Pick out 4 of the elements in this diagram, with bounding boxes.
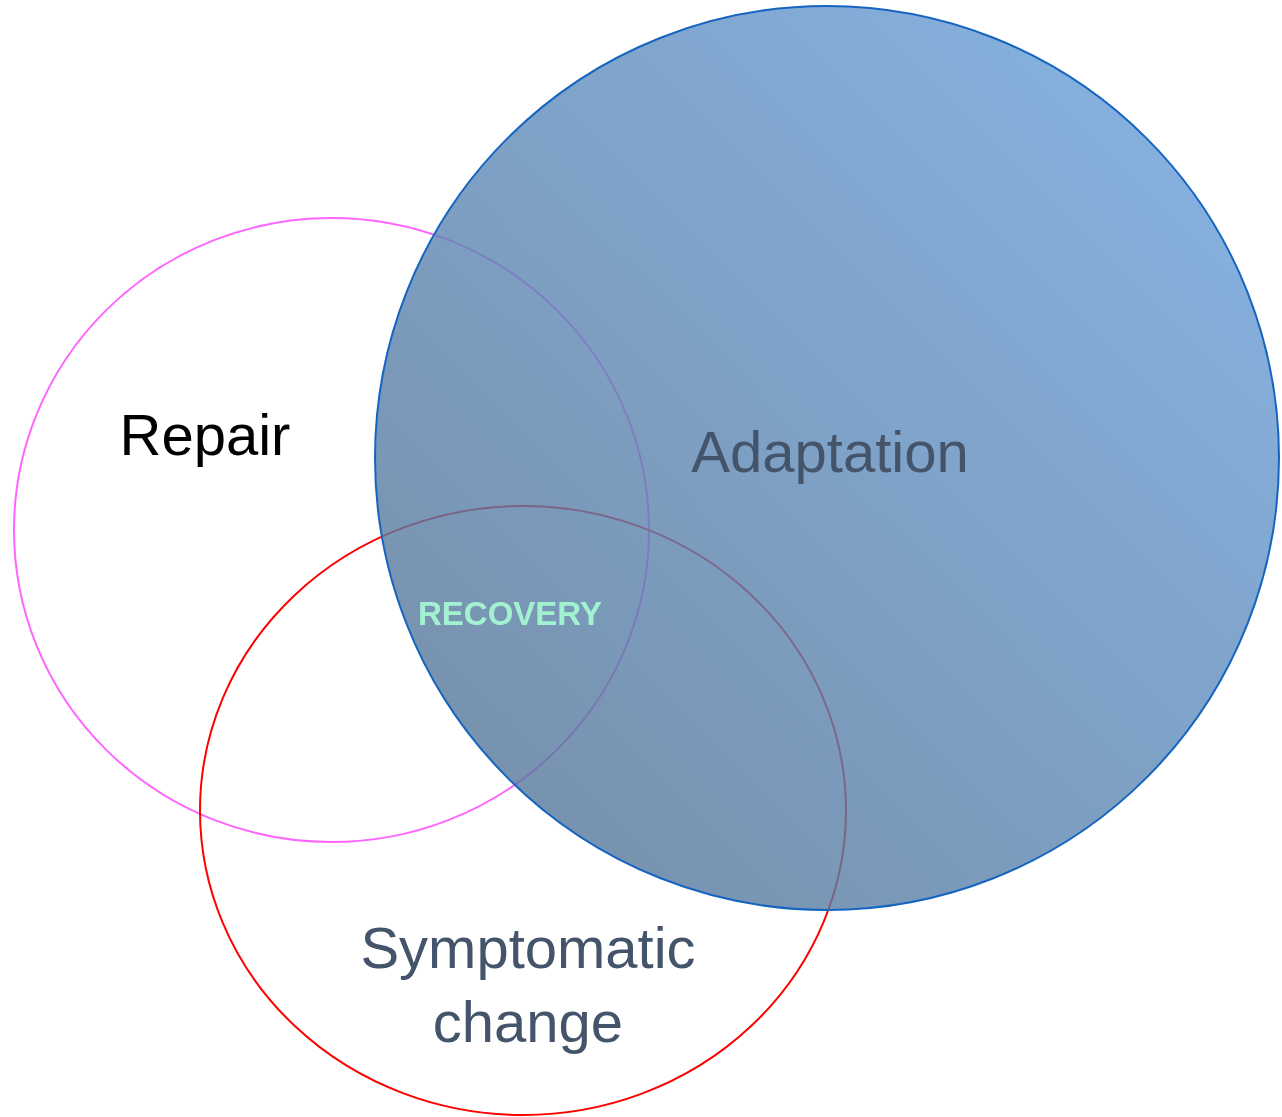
set-label: Repair <box>118 401 292 469</box>
intersection-label: RECOVERY <box>418 595 602 633</box>
set-label: Symptomatic change <box>359 914 697 1056</box>
set-label: Adaptation <box>690 418 970 486</box>
